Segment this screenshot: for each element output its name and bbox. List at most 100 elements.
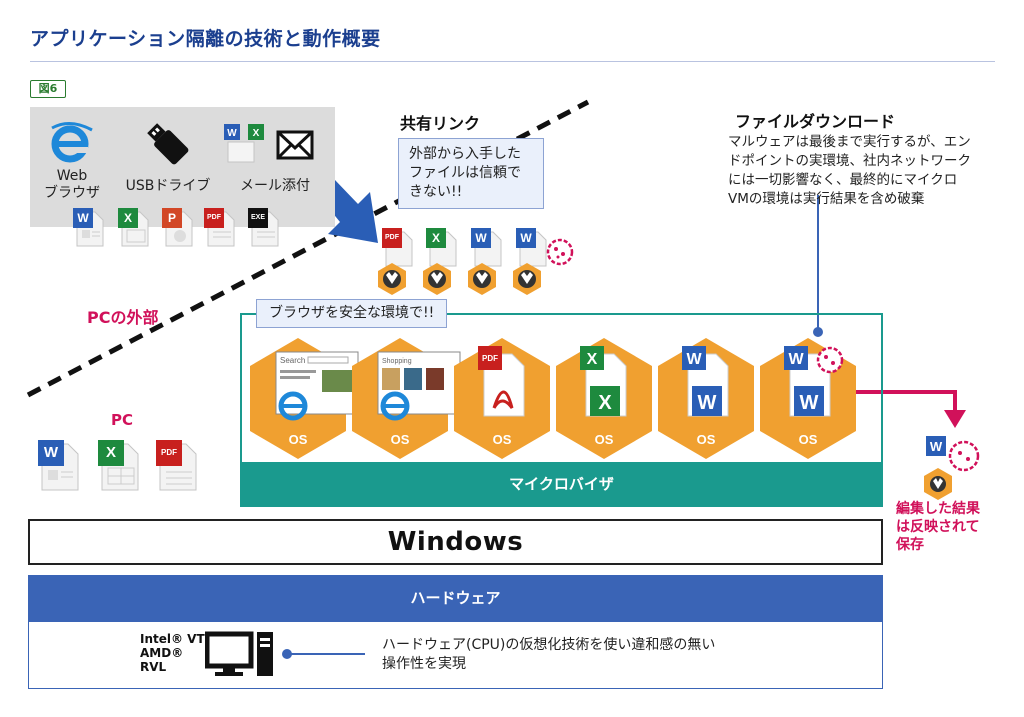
mail-attachment-label: メール添付 [240,178,310,194]
os-label-3: OS [493,432,512,447]
hardware-layer: ハードウェア [28,575,883,621]
boundary-dashed-line [26,99,590,398]
os-label-5: OS [697,432,716,447]
file-download-heading: ファイルダウンロード [735,112,896,131]
pc-excel-document: X [98,440,140,492]
page-title: アプリケーション隔離の技術と動作概要 [30,28,381,50]
micro-vm-browser-shopping: Shopping OS [352,338,461,459]
fox-hex-icon-3 [468,263,496,295]
amd-label: AMD® [140,646,184,660]
word-badge: W [73,208,93,228]
malware-virus-icon [546,238,574,266]
usb-drive-label: USBドライブ [125,178,211,194]
shared-excel-icon: X [426,228,458,268]
download-connector-dot [813,327,823,337]
os-label-2: OS [391,432,410,447]
pc-outside-label: PCの外部 [87,308,159,327]
pc-pdf-document: PDF [156,440,198,492]
micro-vm-pdf-badge: PDF [482,354,498,363]
micro-vm-excel-badge-small: X [587,351,598,368]
shared-pdf-icon: PDF [382,228,414,268]
download-desc-line-3: には一切影響なく、最終的にマイクロ [728,172,958,188]
pc-excel-badge: X [98,440,124,466]
download-desc-line-1: マルウェアは最後まで実行するが、エン [728,134,971,150]
os-label-1: OS [289,432,308,447]
micro-vm-browser-search: Search OS [250,338,359,459]
download-desc-line-2: ドポイントの実環境、社内ネットワーク [728,153,971,169]
micro-vm-infected-badge-large: W [800,392,819,414]
hardware-desc-line-2: 操作性を実現 [382,656,466,672]
micro-vm-excel: X X OS [556,338,652,459]
excel-document-icon: X [118,208,150,248]
fox-hex-icon-4 [513,263,541,295]
figure-label: 図6 [30,80,66,98]
excel-badge: X [118,208,138,228]
svg-text:X: X [253,128,260,139]
desktop-computer-icon [205,631,273,676]
micro-vm-excel-badge-large: X [598,392,612,414]
shared-infected-word-icon: W [516,228,548,268]
pc-pdf-badge: PDF [156,440,182,466]
untrusted-note-line-1: 外部から入手した [409,146,521,162]
pc-word-document: W [38,440,80,492]
shared-word-icon: W [471,228,503,268]
web-browser-label-2: ブラウザ [44,185,100,201]
mail-attachment-icons: W X [224,124,314,163]
external-sources-panel [30,107,335,227]
micro-vm-pdf: PDF OS [454,338,550,459]
fox-hex-icon-1 [378,263,406,295]
result-line-1: 編集した結果 [896,501,980,517]
os-label-6: OS [799,432,818,447]
saved-word-badge: W [930,439,943,454]
micro-vm-word-badge-large: W [698,392,717,414]
pdf-badge: PDF [204,208,224,228]
web-browser-label: Web [56,168,88,184]
saved-result-note: 編集した結果 は反映されて 保存 [896,500,980,554]
pdf-document-icon: PDF [204,208,236,248]
micro-vm-hexagons: Search OS Shopping OS PDF OS X X OS [250,338,856,459]
usb-drive-icon [147,123,189,165]
shared-infected-word-badge: W [516,228,536,248]
save-result-arrowhead [944,410,966,428]
cpu-virtualization-list: Intel® VT AMD® RVL [140,632,205,674]
exe-badge: EXE [248,208,268,228]
rvl-label: RVL [140,660,167,674]
micro-vm-infected-word: W W OS [760,338,856,459]
hardware-desc-line-1: ハードウェア(CPU)の仮想化技術を使い違和感の無い [382,637,716,653]
os-label-4: OS [595,432,614,447]
powerpoint-badge: P [162,208,182,228]
hardware-description: ハードウェア(CPU)の仮想化技術を使い違和感の無い 操作性を実現 [382,636,715,674]
result-line-2: は反映されて [896,519,980,535]
isolation-badges [378,263,541,295]
shared-link-heading: 共有リンク [400,114,481,133]
word-document-icon: W [73,208,105,248]
pc-label: PC [111,411,134,429]
fox-hex-icon-2 [423,263,451,295]
safe-browser-note: ブラウザを安全な環境で!! [256,299,448,328]
search-screenshot-text: Search [280,356,305,365]
exe-document-icon: EXE [248,208,280,248]
micro-vm-infected-badge-small: W [788,351,804,368]
hardware-connector-dot [282,649,292,659]
powerpoint-document-icon: P [162,208,194,248]
shared-pdf-badge: PDF [382,228,402,248]
download-desc-line-4: VMの環境は実行結果を含め破棄 [728,191,925,207]
web-browser-icon [51,122,93,163]
hardware-detail-box [28,621,883,689]
micro-vm-word: W W OS [658,338,754,459]
untrusted-note-line-2: ファイルは信頼で [409,165,521,181]
untrusted-note-line-3: きない!! [409,184,463,200]
shared-excel-badge: X [426,228,446,248]
file-download-description: マルウェアは最後まで実行するが、エン ドポイントの実環境、社内ネットワーク には… [728,133,1003,209]
pc-word-badge: W [38,440,64,466]
save-result-line [855,390,957,412]
result-line-3: 保存 [896,537,924,553]
untrusted-files-note: 外部から入手した ファイルは信頼で きない!! [398,138,544,209]
micro-vm-word-badge-small: W [686,351,702,368]
saved-result-icons: W [924,436,980,500]
windows-layer: Windows [28,519,883,565]
svg-text:W: W [227,128,237,139]
microvisor-bar: マイクロバイザ [240,462,883,507]
shopping-screenshot-text: Shopping [382,358,412,365]
title-divider [30,61,995,62]
